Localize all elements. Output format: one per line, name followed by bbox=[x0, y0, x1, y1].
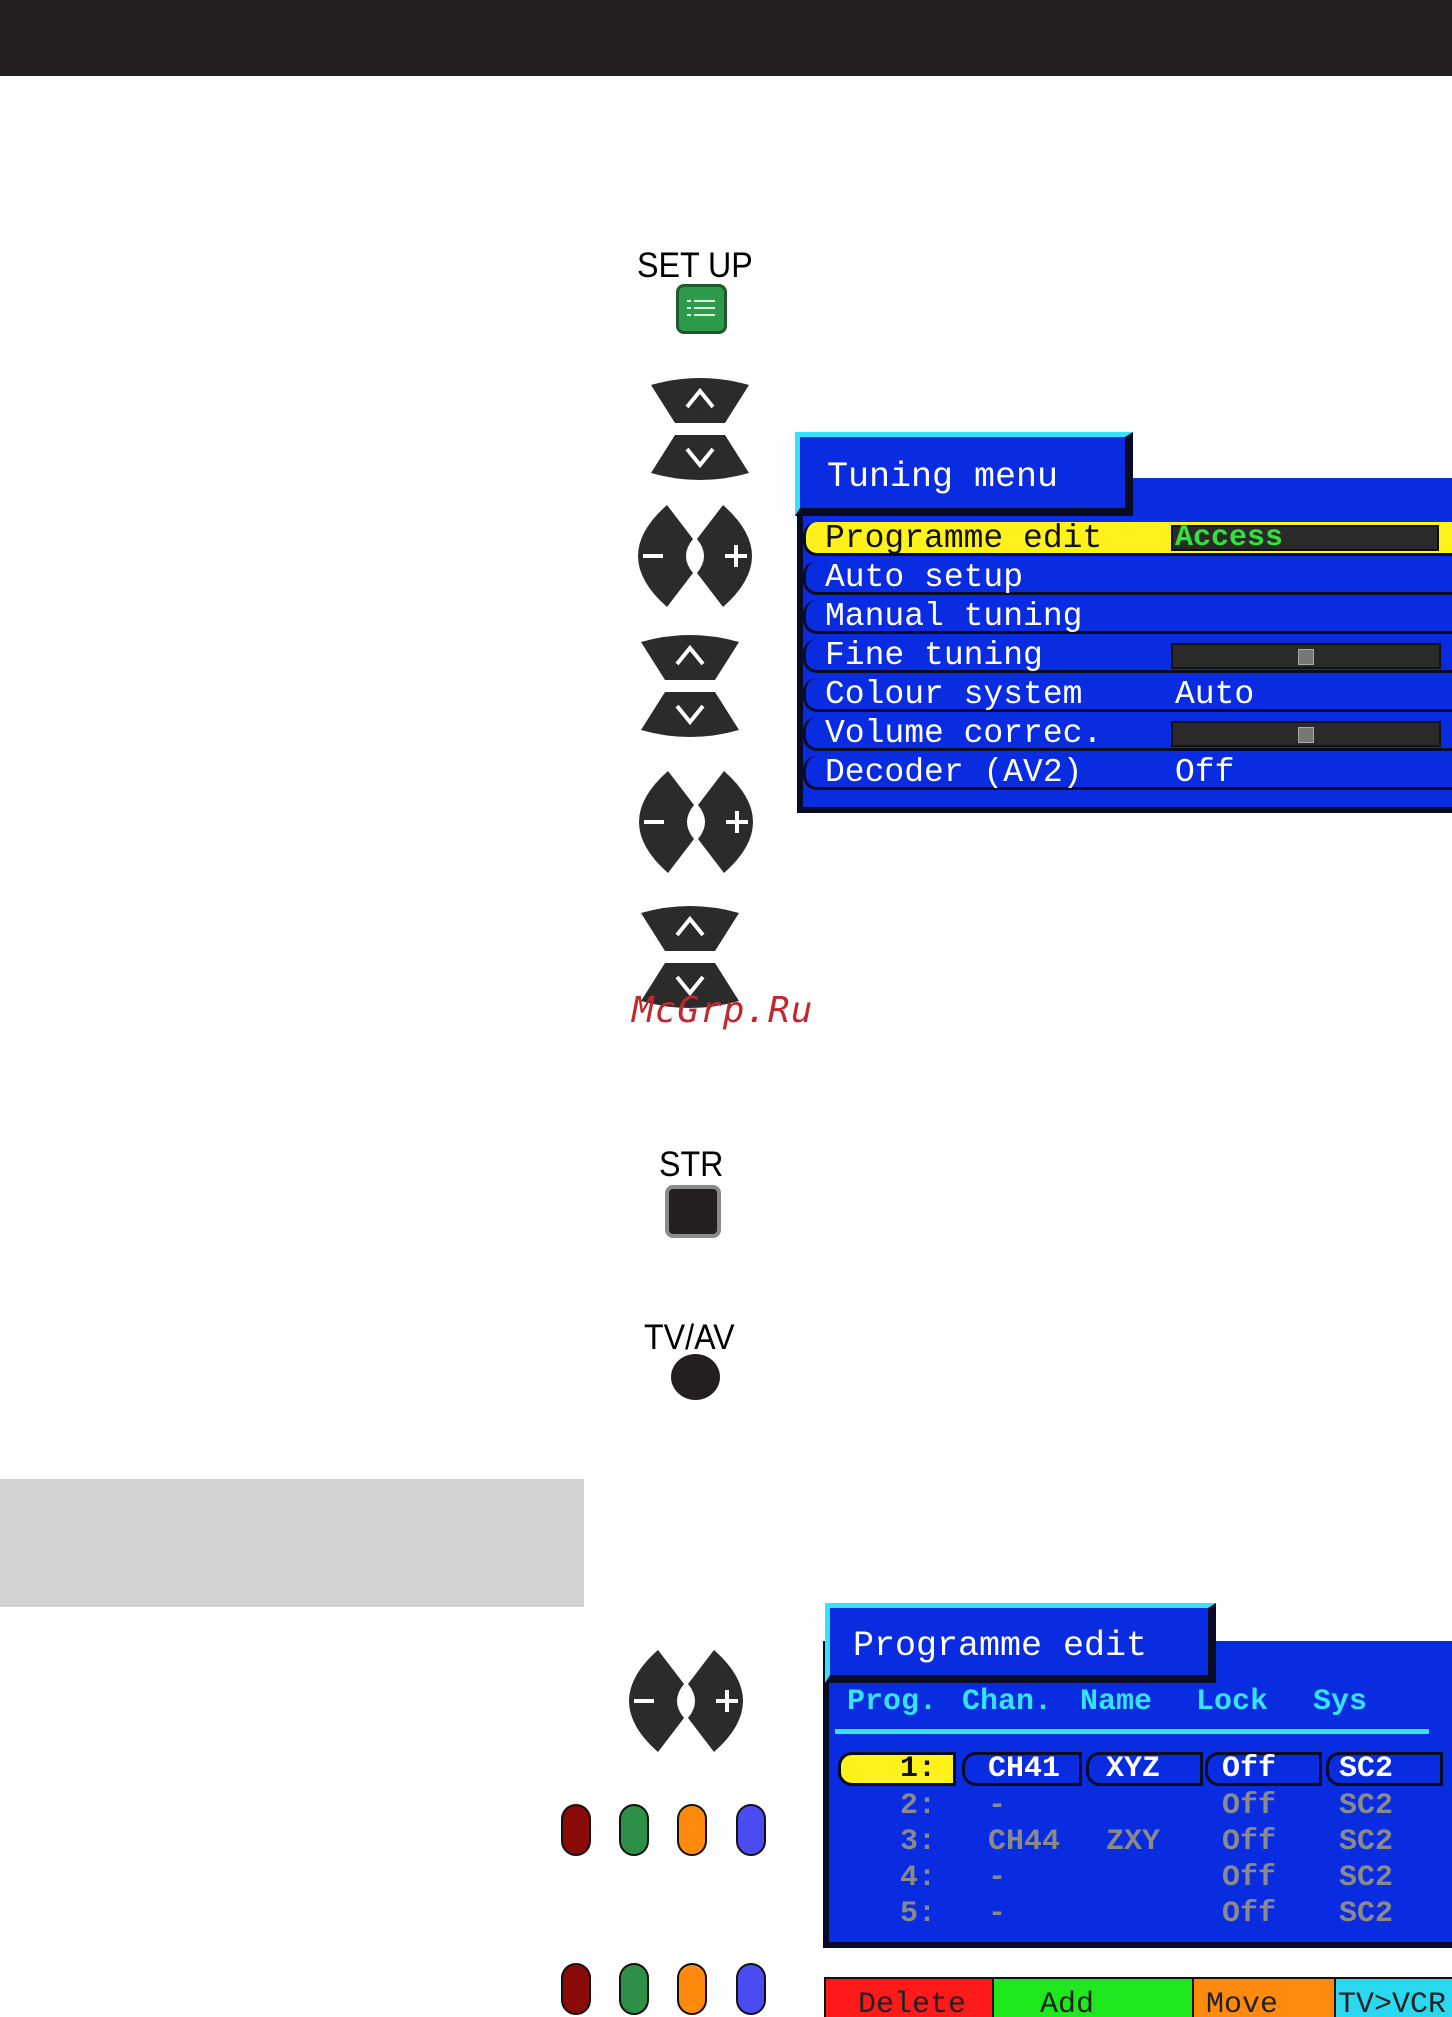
menu-item-decoder[interactable]: Decoder (AV2) Off bbox=[803, 756, 1452, 790]
plus-icon bbox=[697, 505, 752, 607]
col-header-lock: Lock bbox=[1196, 1685, 1269, 1719]
setup-button[interactable] bbox=[676, 284, 727, 334]
slider-knob[interactable] bbox=[1298, 727, 1314, 743]
up-arrow-icon bbox=[641, 635, 739, 680]
plus-icon bbox=[688, 1650, 743, 1752]
selected-prog-cell[interactable] bbox=[838, 1752, 956, 1786]
lock-field[interactable] bbox=[1205, 1752, 1322, 1786]
minus-plus-cursor-3[interactable] bbox=[614, 1650, 758, 1752]
menu-item-auto-setup[interactable]: Auto setup bbox=[803, 561, 1452, 595]
col-header-name: Name bbox=[1080, 1685, 1153, 1719]
blue-button[interactable] bbox=[736, 1804, 766, 1856]
up-down-cursor-2[interactable] bbox=[637, 634, 743, 738]
menu-list-icon bbox=[687, 300, 715, 316]
down-arrow-icon bbox=[651, 435, 749, 480]
red-button[interactable] bbox=[561, 1804, 591, 1856]
tuning-menu-title: Tuning menu bbox=[827, 457, 1059, 497]
menu-item-fine-tuning[interactable]: Fine tuning bbox=[803, 639, 1452, 673]
minus-icon bbox=[638, 505, 693, 607]
blue-button-2[interactable] bbox=[736, 1963, 766, 2015]
menu-item-manual-tuning[interactable]: Manual tuning bbox=[803, 600, 1452, 634]
minus-icon bbox=[639, 771, 694, 873]
name-field[interactable] bbox=[1086, 1752, 1203, 1786]
str-button[interactable] bbox=[665, 1185, 721, 1238]
col-header-chan: Chan. bbox=[962, 1685, 1053, 1719]
menu-item-volume-correc[interactable]: Volume correc. bbox=[803, 717, 1452, 751]
programme-edit-panel bbox=[823, 1641, 1452, 1948]
up-arrow-icon bbox=[641, 906, 739, 951]
setup-label: SET UP bbox=[637, 246, 753, 285]
menu-item-colour-system[interactable]: Colour system Auto bbox=[803, 678, 1452, 712]
programme-edit-tab: Programme edit bbox=[825, 1603, 1216, 1683]
add-function[interactable]: Add bbox=[992, 1977, 1192, 2017]
watermark: McGrp.Ru bbox=[632, 990, 814, 1031]
col-header-sys: Sys bbox=[1313, 1685, 1368, 1719]
sys-field[interactable] bbox=[1326, 1752, 1443, 1786]
delete-function[interactable]: Delete bbox=[824, 1977, 992, 2017]
gray-note-box bbox=[0, 1479, 584, 1607]
tvav-button[interactable] bbox=[671, 1354, 720, 1400]
up-arrow-icon bbox=[651, 378, 749, 423]
access-field: Access bbox=[1171, 523, 1439, 553]
red-button-2[interactable] bbox=[561, 1963, 591, 2015]
slider-knob[interactable] bbox=[1298, 649, 1314, 665]
green-button[interactable] bbox=[619, 1804, 649, 1856]
yellow-button[interactable] bbox=[677, 1804, 707, 1856]
tv-vcr-function[interactable]: TV>VCR bbox=[1334, 1977, 1452, 2017]
chan-field[interactable] bbox=[962, 1752, 1082, 1786]
programme-edit-title: Programme edit bbox=[853, 1626, 1148, 1666]
minus-plus-cursor-2[interactable] bbox=[624, 771, 768, 873]
tuning-menu-tab: Tuning menu bbox=[795, 432, 1133, 516]
minus-plus-cursor-1[interactable] bbox=[623, 505, 767, 607]
str-label: STR bbox=[659, 1145, 724, 1184]
fine-tuning-slider[interactable] bbox=[1171, 643, 1441, 669]
up-down-cursor-1[interactable] bbox=[647, 377, 753, 481]
volume-correction-slider[interactable] bbox=[1171, 721, 1441, 747]
up-down-cursor-3[interactable] bbox=[637, 905, 743, 1009]
down-arrow-icon bbox=[641, 692, 739, 737]
down-arrow-icon bbox=[641, 963, 739, 1008]
top-header-bar bbox=[0, 0, 1452, 76]
move-function[interactable]: Move bbox=[1192, 1977, 1334, 2017]
minus-icon bbox=[629, 1650, 684, 1752]
plus-icon bbox=[698, 771, 753, 873]
green-button-2[interactable] bbox=[619, 1963, 649, 2015]
menu-item-programme-edit[interactable]: Programme edit Access bbox=[803, 522, 1452, 556]
col-header-prog: Prog. bbox=[847, 1685, 938, 1719]
header-divider bbox=[835, 1729, 1429, 1734]
tvav-label: TV/AV bbox=[644, 1318, 735, 1357]
yellow-button-2[interactable] bbox=[677, 1963, 707, 2015]
